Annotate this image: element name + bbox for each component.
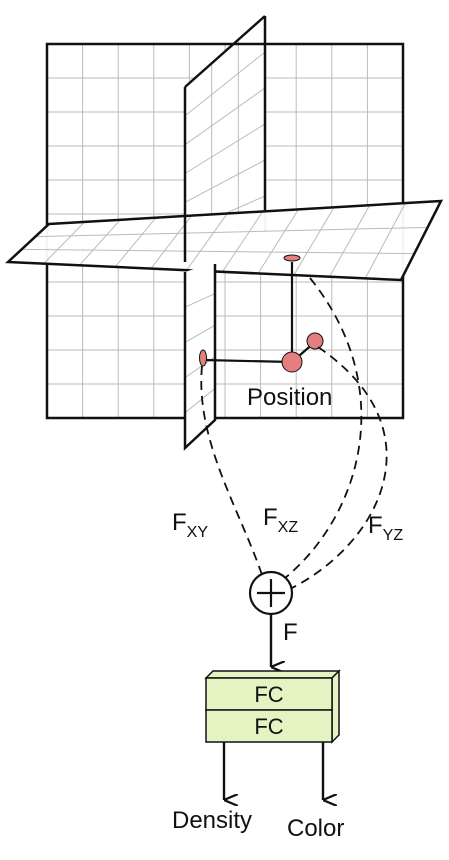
sum-node bbox=[248, 570, 294, 616]
sum-output-label: F bbox=[283, 619, 298, 646]
color-label: Color bbox=[287, 815, 344, 842]
fc-layer-top bbox=[205, 677, 333, 711]
density-label: Density bbox=[172, 807, 252, 834]
xz-projection-point bbox=[283, 254, 301, 262]
yz-projection-point bbox=[306, 332, 324, 350]
yz-plane-front-grid bbox=[184, 293, 216, 414]
f-xz-label: FXZ bbox=[263, 504, 298, 536]
fc-top-label: FC bbox=[254, 682, 283, 707]
fc-block: FC FC bbox=[204, 669, 341, 744]
position-point bbox=[281, 351, 303, 373]
f-xy-label: FXY bbox=[172, 509, 208, 541]
f-yz-label: FYZ bbox=[368, 512, 403, 544]
feature-curves bbox=[200, 277, 388, 591]
f-xz-curve bbox=[279, 277, 363, 583]
f-xy-curve bbox=[200, 365, 263, 576]
xy-projection-point bbox=[199, 349, 207, 367]
f-yz-curve bbox=[287, 346, 388, 591]
fc-bottom-label: FC bbox=[254, 714, 283, 739]
position-label: Position bbox=[247, 384, 332, 411]
fc-layer-bottom bbox=[205, 709, 333, 743]
